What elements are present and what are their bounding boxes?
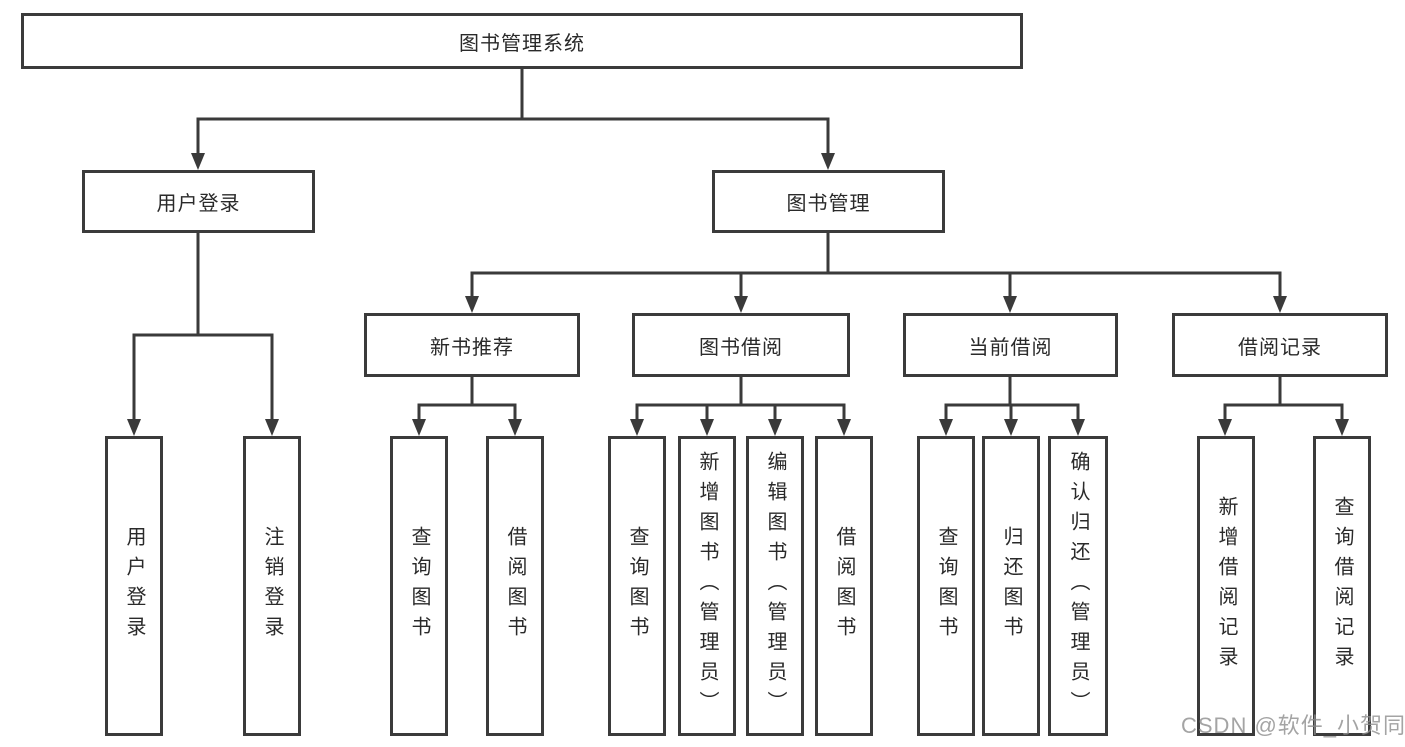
node-label: 查询图书 — [935, 526, 957, 646]
arrow-icon — [1335, 419, 1349, 436]
leaf-confirm-return-admin: 确认归还（管理员） — [1048, 436, 1108, 736]
leaf-query-books-current: 查询图书 — [917, 436, 975, 736]
node-label: 用户登录 — [156, 193, 241, 215]
node-label: 图书管理 — [786, 193, 871, 215]
node-new-book-recommendation: 新书推荐 — [364, 313, 580, 377]
arrow-icon — [1071, 419, 1085, 436]
leaf-return-books: 归还图书 — [982, 436, 1040, 736]
node-book-borrowing: 图书借阅 — [632, 313, 850, 377]
node-label: 查询图书 — [626, 526, 648, 646]
node-label: 查询借阅记录 — [1331, 496, 1353, 676]
leaf-user-login: 用户登录 — [105, 436, 163, 736]
arrow-icon — [265, 419, 279, 436]
node-label: 编辑图书（管理员） — [764, 451, 786, 721]
leaf-edit-books-admin: 编辑图书（管理员） — [746, 436, 804, 736]
node-library-management-system: 图书管理系统 — [21, 13, 1023, 69]
arrow-icon — [1273, 296, 1287, 313]
node-label: 借阅记录 — [1238, 336, 1322, 359]
node-label: 图书管理系统 — [459, 32, 585, 55]
node-label: 确认归还（管理员） — [1067, 451, 1089, 721]
node-label: 当前借阅 — [968, 336, 1053, 359]
node-book-management: 图书管理 — [712, 170, 945, 233]
leaf-add-borrow-record: 新增借阅记录 — [1197, 436, 1255, 736]
arrow-icon — [465, 296, 479, 313]
arrow-icon — [734, 296, 748, 313]
node-label: 借阅图书 — [504, 526, 526, 646]
leaf-borrow-books-recommend: 借阅图书 — [486, 436, 544, 736]
arrow-icon — [1004, 419, 1018, 436]
arrow-icon — [412, 419, 426, 436]
leaf-query-borrow-record: 查询借阅记录 — [1313, 436, 1371, 736]
node-label: 新增借阅记录 — [1215, 496, 1237, 676]
node-label: 图书借阅 — [699, 336, 783, 359]
node-label: 借阅图书 — [833, 526, 855, 646]
node-label: 新增图书（管理员） — [696, 451, 718, 721]
arrow-icon — [127, 419, 141, 436]
leaf-query-books-borrowing: 查询图书 — [608, 436, 666, 736]
connector-path — [132, 69, 1344, 419]
leaf-query-books-recommend: 查询图书 — [390, 436, 448, 736]
leaf-add-books-admin: 新增图书（管理员） — [678, 436, 736, 736]
arrow-icon — [768, 419, 782, 436]
arrow-icon — [191, 153, 205, 170]
arrow-icon — [1003, 296, 1017, 313]
node-label: 归还图书 — [1000, 526, 1022, 646]
node-label: 注销登录 — [261, 526, 283, 646]
arrow-icon — [939, 419, 953, 436]
arrow-icon — [837, 419, 851, 436]
leaf-borrow-books: 借阅图书 — [815, 436, 873, 736]
arrow-icon — [700, 419, 714, 436]
node-user-login: 用户登录 — [82, 170, 315, 233]
node-borrowing-records: 借阅记录 — [1172, 313, 1388, 377]
arrow-icon — [630, 419, 644, 436]
arrow-icon — [508, 419, 522, 436]
node-label: 用户登录 — [123, 526, 145, 646]
leaf-logout: 注销登录 — [243, 436, 301, 736]
arrow-icon — [1218, 419, 1232, 436]
node-label: 查询图书 — [408, 526, 430, 646]
node-current-borrowing: 当前借阅 — [903, 313, 1118, 377]
node-label: 新书推荐 — [430, 336, 514, 359]
arrow-icon — [821, 153, 835, 170]
arrowheads — [127, 153, 1349, 436]
csdn-watermark: CSDN @软件_小贺同学 — [1181, 713, 1405, 738]
